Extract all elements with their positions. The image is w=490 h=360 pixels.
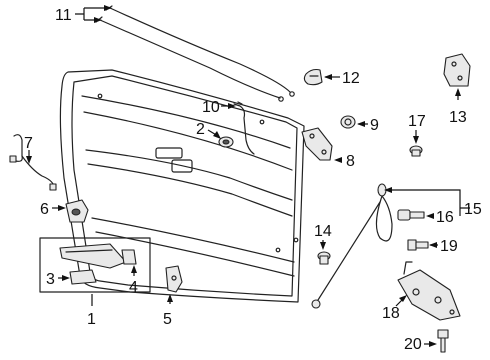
callout-label-20: 20 bbox=[404, 336, 422, 353]
callout-label-8: 8 bbox=[346, 153, 355, 170]
bolt-14 bbox=[317, 251, 331, 265]
callout-12: 12 bbox=[324, 70, 360, 87]
callout-10: 10 bbox=[202, 99, 236, 116]
callout-label-4: 4 bbox=[129, 279, 138, 296]
callout-label-14: 14 bbox=[314, 223, 332, 240]
callout-label-12: 12 bbox=[342, 70, 360, 87]
hinge-bracket bbox=[443, 53, 471, 87]
bolt-20 bbox=[437, 329, 449, 353]
callout-label-16: 16 bbox=[436, 209, 454, 226]
wiring-harness bbox=[9, 134, 57, 191]
callout-15: 15 bbox=[384, 187, 482, 218]
callout-19: 19 bbox=[429, 238, 458, 255]
callout-label-10: 10 bbox=[202, 99, 220, 116]
release-cable-assembly bbox=[95, 5, 295, 102]
callout-label-17: 17 bbox=[408, 113, 426, 130]
callout-11: 11 bbox=[55, 5, 112, 24]
callout-7: 7 bbox=[24, 135, 33, 164]
bumper bbox=[340, 115, 356, 129]
callout-3: 3 bbox=[46, 271, 70, 288]
callout-17: 17 bbox=[408, 113, 426, 144]
callout-label-13: 13 bbox=[449, 109, 467, 126]
bolt-17 bbox=[409, 145, 423, 157]
callout-label-18: 18 bbox=[382, 305, 400, 322]
cable-clip bbox=[303, 68, 323, 86]
striker-bracket bbox=[301, 127, 333, 161]
handle-assembly-box bbox=[39, 237, 151, 293]
callout-label-1: 1 bbox=[87, 311, 96, 328]
grommet bbox=[218, 136, 234, 148]
callout-6: 6 bbox=[40, 201, 66, 218]
callout-14: 14 bbox=[314, 223, 332, 250]
callout-label-19: 19 bbox=[440, 238, 458, 255]
callout-label-3: 3 bbox=[46, 271, 55, 288]
support-cable bbox=[311, 183, 393, 309]
callout-label-5: 5 bbox=[163, 311, 172, 328]
callout-18: 18 bbox=[382, 295, 407, 322]
callout-1: 1 bbox=[87, 294, 96, 328]
callout-label-6: 6 bbox=[40, 201, 49, 218]
callout-label-11: 11 bbox=[55, 7, 72, 24]
callout-2: 2 bbox=[196, 121, 221, 139]
callout-label-7: 7 bbox=[24, 135, 33, 152]
callout-8: 8 bbox=[334, 153, 355, 170]
callout-13: 13 bbox=[449, 88, 467, 126]
callout-4: 4 bbox=[129, 265, 138, 296]
callout-label-9: 9 bbox=[370, 117, 379, 134]
callout-label-15: 15 bbox=[464, 201, 482, 218]
callout-5: 5 bbox=[163, 294, 173, 328]
lock-rod bbox=[233, 101, 255, 155]
callout-label-2: 2 bbox=[196, 121, 205, 138]
bolt-19 bbox=[407, 239, 429, 251]
tailgate-panel bbox=[59, 69, 305, 303]
latch-mechanism bbox=[397, 261, 461, 321]
latch-bracket bbox=[165, 265, 183, 293]
callout-9: 9 bbox=[357, 117, 379, 134]
bolt-16 bbox=[397, 209, 425, 221]
callout-16: 16 bbox=[426, 209, 454, 226]
callout-20: 20 bbox=[404, 336, 437, 353]
camera bbox=[65, 199, 89, 223]
